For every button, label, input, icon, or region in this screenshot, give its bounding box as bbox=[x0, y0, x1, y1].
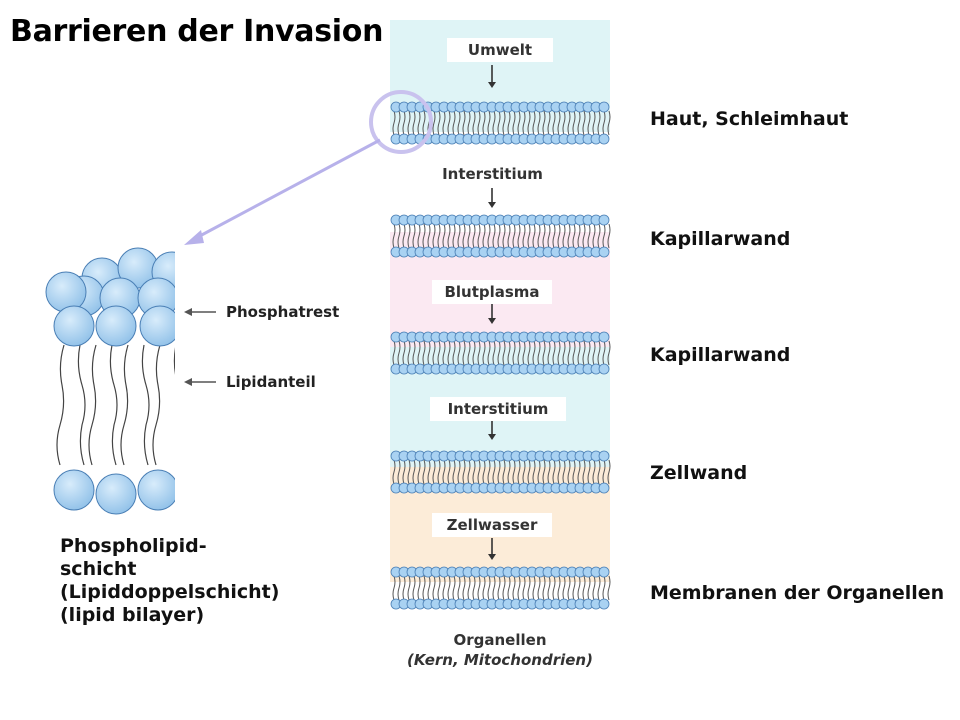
down-arrow-icon bbox=[488, 420, 496, 440]
compartment-label-zellwasser: Zellwasser bbox=[432, 513, 552, 537]
barrier-label-kapillarwand-1: Kapillarwand bbox=[650, 228, 791, 250]
compartment-label-interstitium-1: Interstitium bbox=[442, 165, 543, 183]
compartment-label-interstitium-2: Interstitium bbox=[430, 397, 566, 421]
page-title: Barrieren der Invasion bbox=[10, 14, 384, 49]
compartment-label-umwelt: Umwelt bbox=[447, 38, 553, 62]
barrier-label-kapillarwand-2: Kapillarwand bbox=[650, 344, 791, 366]
down-arrow-icon bbox=[488, 65, 496, 88]
down-arrow-icon bbox=[488, 188, 496, 208]
caption-line-2: schicht bbox=[60, 558, 137, 580]
lipid-pointer bbox=[184, 378, 216, 386]
membrane-strip-5 bbox=[390, 566, 611, 610]
compartment-label-blutplasma: Blutplasma bbox=[432, 280, 552, 304]
barrier-label-organellen: Membranen der Organellen bbox=[650, 582, 945, 604]
down-arrow-icon bbox=[488, 304, 496, 324]
phosphate-label: Phosphatrest bbox=[226, 303, 340, 321]
organellen-sublabel: (Kern, Mitochondrien) bbox=[407, 651, 593, 669]
compartment-label-organellen: Organellen (Kern, Mitochondrien) bbox=[402, 628, 598, 676]
lipid-label: Lipidanteil bbox=[226, 373, 316, 391]
membrane-strip-4 bbox=[390, 450, 611, 494]
caption-line-1: Phospholipid- bbox=[60, 535, 207, 557]
phosphate-pointer bbox=[184, 308, 216, 316]
organellen-title: Organellen bbox=[453, 631, 547, 649]
membrane-strip-2 bbox=[390, 214, 611, 258]
down-arrow-icon bbox=[488, 538, 496, 560]
caption-line-3: (Lipiddoppelschicht) bbox=[60, 581, 280, 603]
zoom-circle bbox=[369, 90, 433, 154]
membrane-strip-3 bbox=[390, 331, 611, 375]
caption-line-4: (lipid bilayer) bbox=[60, 604, 205, 626]
barrier-label-haut: Haut, Schleimhaut bbox=[650, 108, 849, 130]
bilayer-caption: Phospholipid- schicht (Lipiddoppelschich… bbox=[60, 535, 279, 627]
zoom-arrowhead bbox=[184, 230, 204, 245]
zoom-arrow bbox=[195, 138, 381, 240]
lipid-bilayer-illustration bbox=[45, 247, 175, 515]
barrier-label-zellwand: Zellwand bbox=[650, 462, 748, 484]
membrane-strip-1 bbox=[390, 101, 611, 145]
